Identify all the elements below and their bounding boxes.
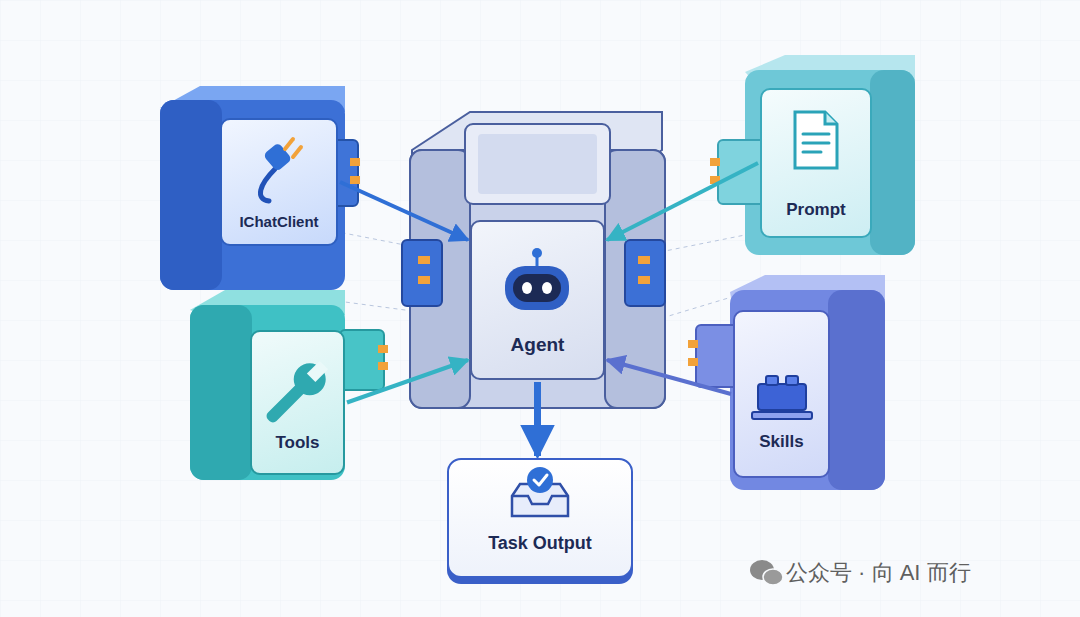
flow-arrow [607,163,758,240]
node-label: Agent [511,334,565,356]
watermark: 公众号 · 向 AI 而行 [786,558,971,588]
node-label: Prompt [786,200,846,220]
client-module: IChatClient [220,118,338,246]
agent-core: Agent [470,220,605,380]
flow-arrow [340,182,468,240]
flow-arrow [607,360,731,394]
flow-arrow [534,382,541,456]
node-label: Tools [275,433,319,453]
tools-module: Tools [250,330,345,475]
node-label: Task Output [488,533,592,554]
prompt-module: Prompt [760,88,872,238]
node-label: Skills [759,432,803,452]
flow-arrow [347,360,468,403]
output-box: Task Output [447,458,633,578]
node-label: IChatClient [239,213,318,230]
skills-module: Skills [733,310,830,478]
